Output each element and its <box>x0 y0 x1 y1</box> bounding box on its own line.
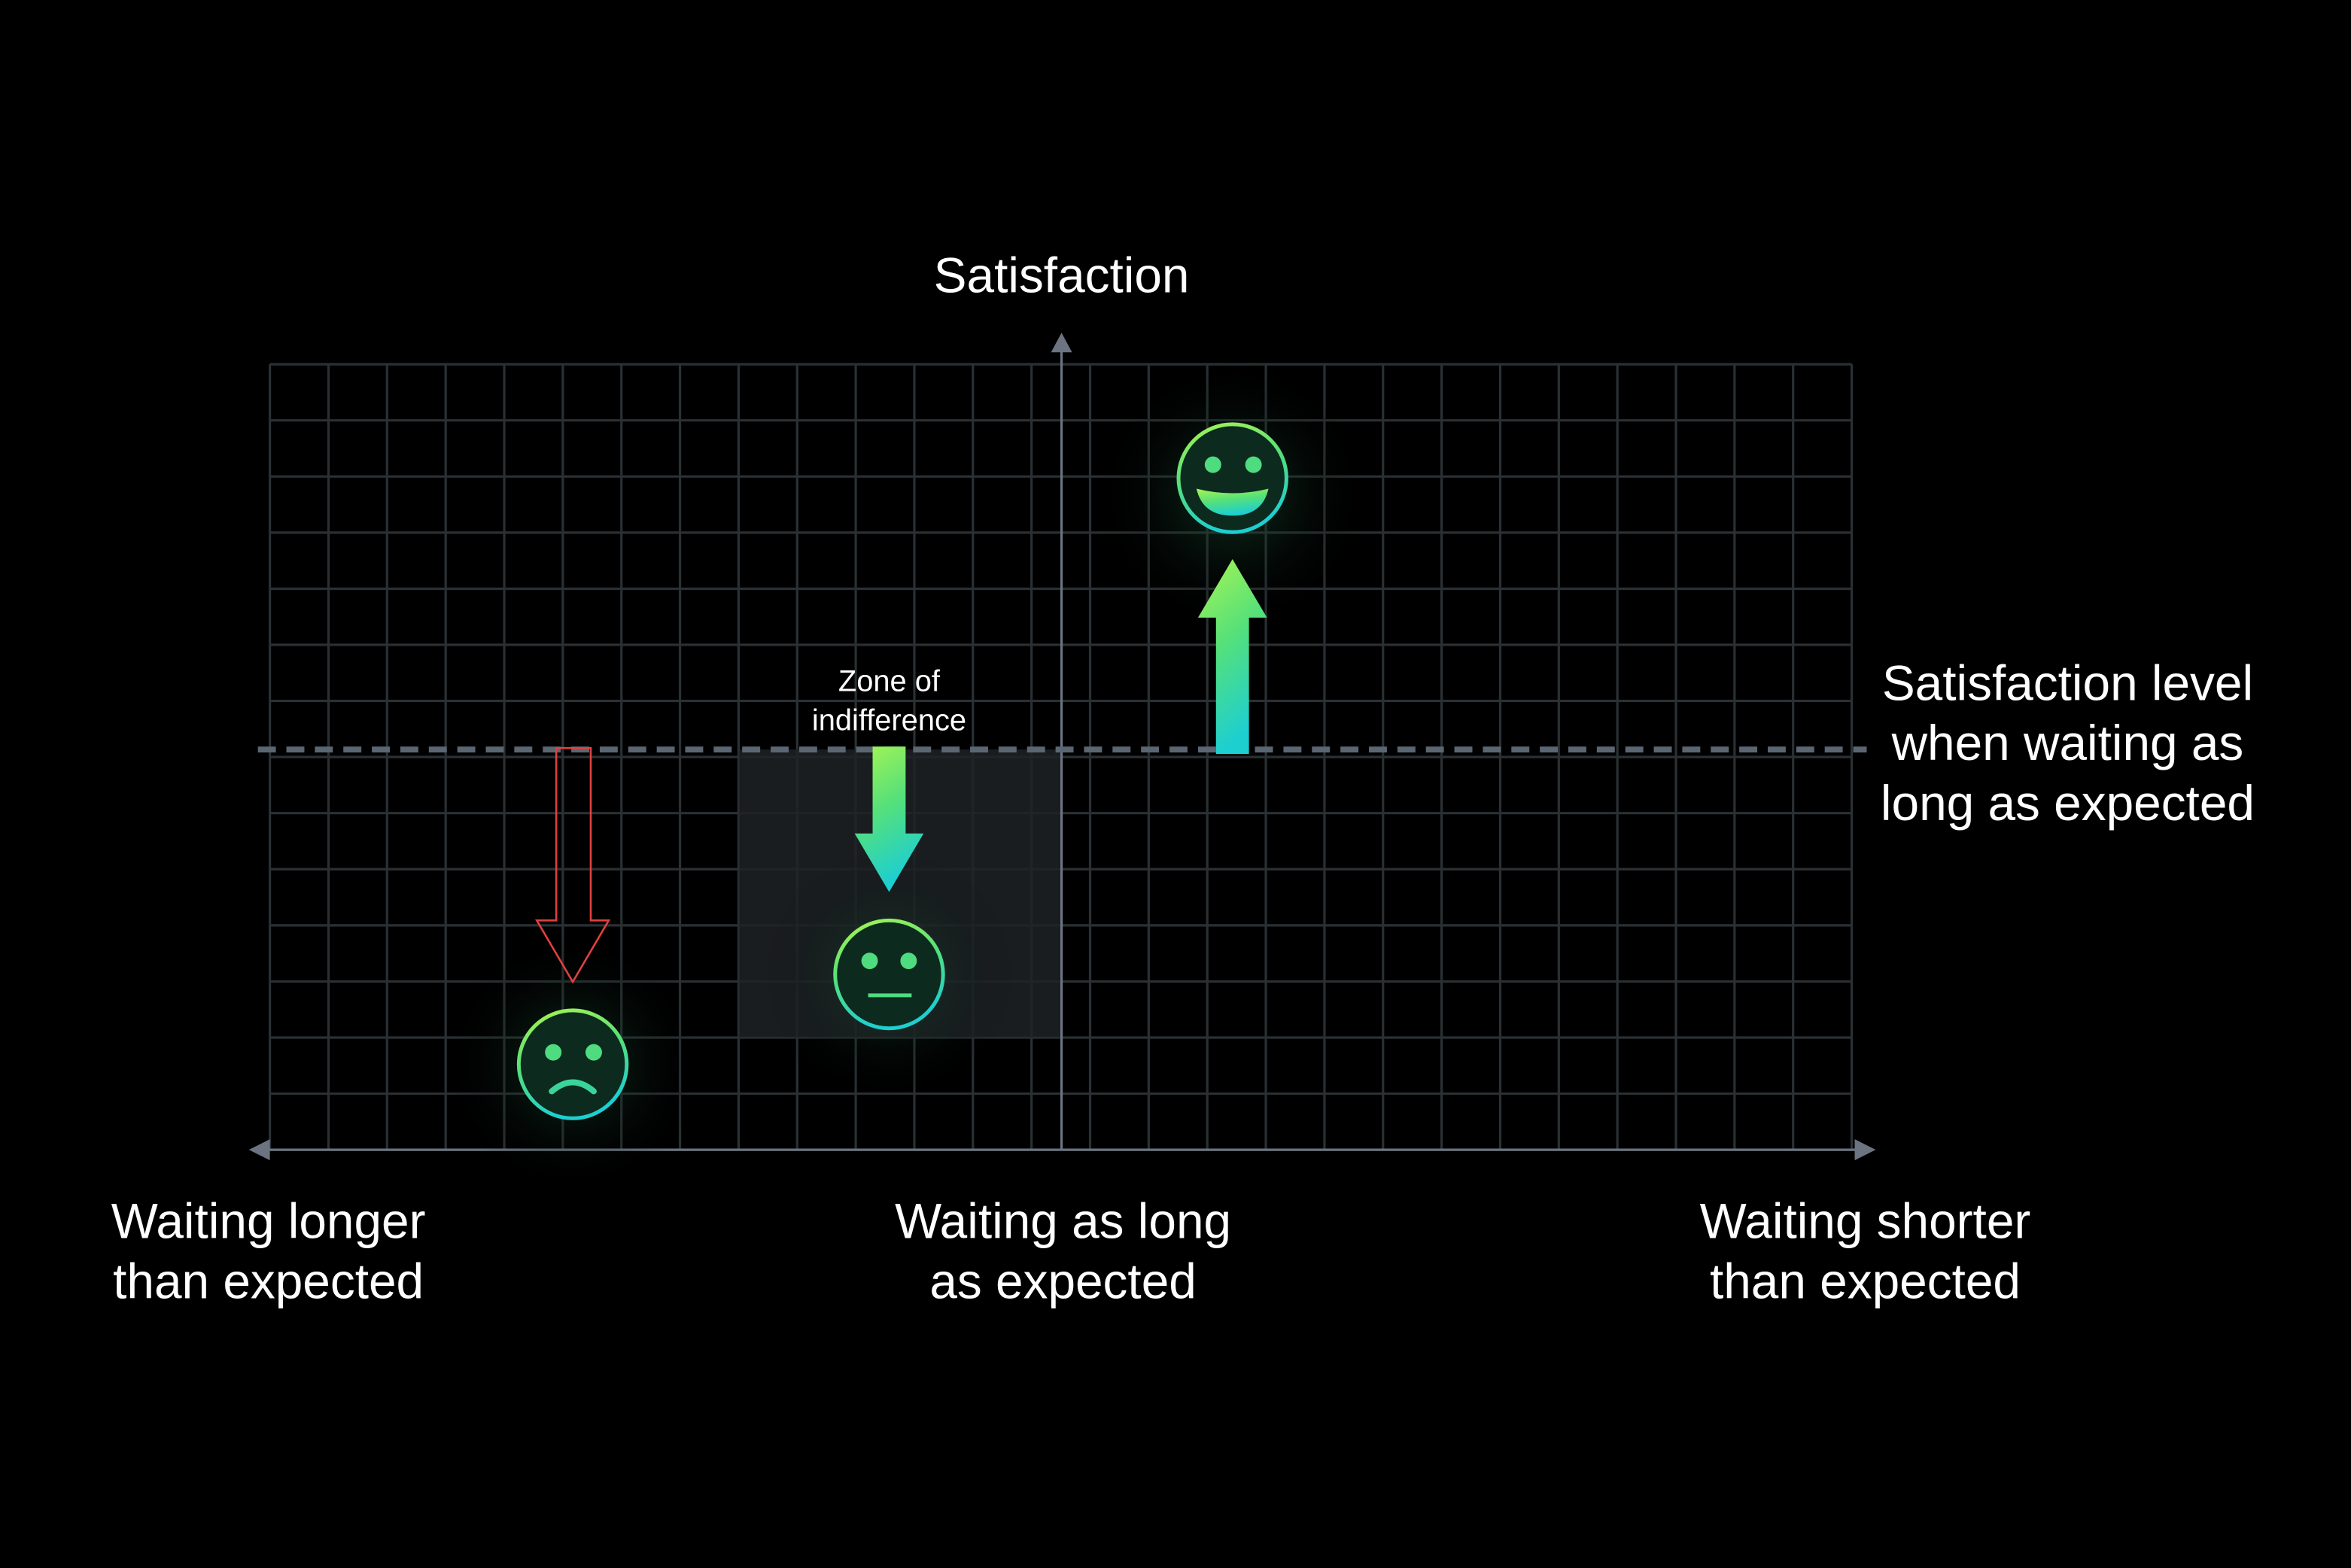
reference-label-line-2: when waiting as <box>1891 715 2244 770</box>
neutral-face-icon <box>833 918 945 1031</box>
red-down-arrow-icon <box>535 746 611 984</box>
x-label-center-line-2: as expected <box>929 1253 1196 1308</box>
x-axis-left-arrow-icon <box>248 1139 270 1161</box>
zone-label-line-2: indifference <box>812 703 966 737</box>
zone-label-line-1: Zone of <box>838 664 941 697</box>
up-arrow-icon <box>1197 559 1267 755</box>
y-axis-label: Satisfaction <box>934 248 1190 303</box>
reference-label-line-1: Satisfaction level <box>1882 655 2253 710</box>
x-label-left-line-2: than expected <box>113 1253 424 1308</box>
happy-face-icon <box>1176 422 1288 534</box>
x-label-right-line-1: Waiting shorter <box>1700 1193 2031 1249</box>
x-label-left-line-1: Waiting longer <box>111 1193 426 1249</box>
x-label-center-line-1: Waiting as long <box>895 1193 1231 1249</box>
sad-face-icon <box>516 1008 629 1120</box>
down-arrow-icon <box>854 746 924 892</box>
reference-label-line-3: long as expected <box>1881 775 2255 831</box>
y-axis-arrow-icon <box>1051 333 1072 353</box>
x-axis-right-arrow-icon <box>1854 1139 1876 1161</box>
x-label-right-line-2: than expected <box>1710 1253 2021 1308</box>
